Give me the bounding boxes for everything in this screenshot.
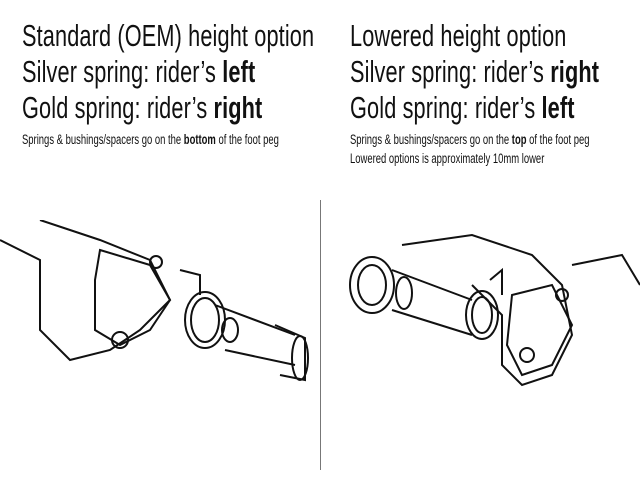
text: of the foot peg [526,132,590,147]
lowered-footpeg-illustration [349,233,640,387]
label: Silver spring: rider’s [350,54,551,89]
text: Springs & bushings/spacers go on the [350,132,512,147]
lowered-silver-spring: Silver spring: rider’s right [350,54,599,90]
text: of the foot peg [215,132,279,147]
lowered-title: Lowered height option [350,18,567,53]
side: left [222,54,256,89]
divider [320,200,321,470]
bold-text: bottom [183,132,216,147]
bold-text: top [511,132,527,147]
standard-gold-spring: Gold spring: rider’s right [22,90,314,126]
lowered-note-2: Lowered options is approximately 10mm lo… [350,151,545,166]
label: Gold spring: rider’s [22,90,214,125]
standard-note: Springs & bushings/spacers go on the bot… [22,130,314,149]
label: Gold spring: rider’s [350,90,542,125]
text: Springs & bushings/spacers go on the [22,132,184,147]
side: right [213,90,263,125]
lowered-height-column: Lowered height option Silver spring: rid… [350,18,640,168]
lowered-note: Springs & bushings/spacers go on the top… [350,130,599,149]
side: right [550,54,600,89]
standard-footpeg-illustration [0,220,309,382]
standard-title: Standard (OEM) height option [22,18,315,53]
standard-silver-spring: Silver spring: rider’s left [22,54,314,90]
label: Silver spring: rider’s [22,54,223,89]
side: left [541,90,575,125]
standard-height-column: Standard (OEM) height option Silver spri… [22,18,439,149]
lowered-gold-spring: Gold spring: rider’s left [350,90,599,126]
